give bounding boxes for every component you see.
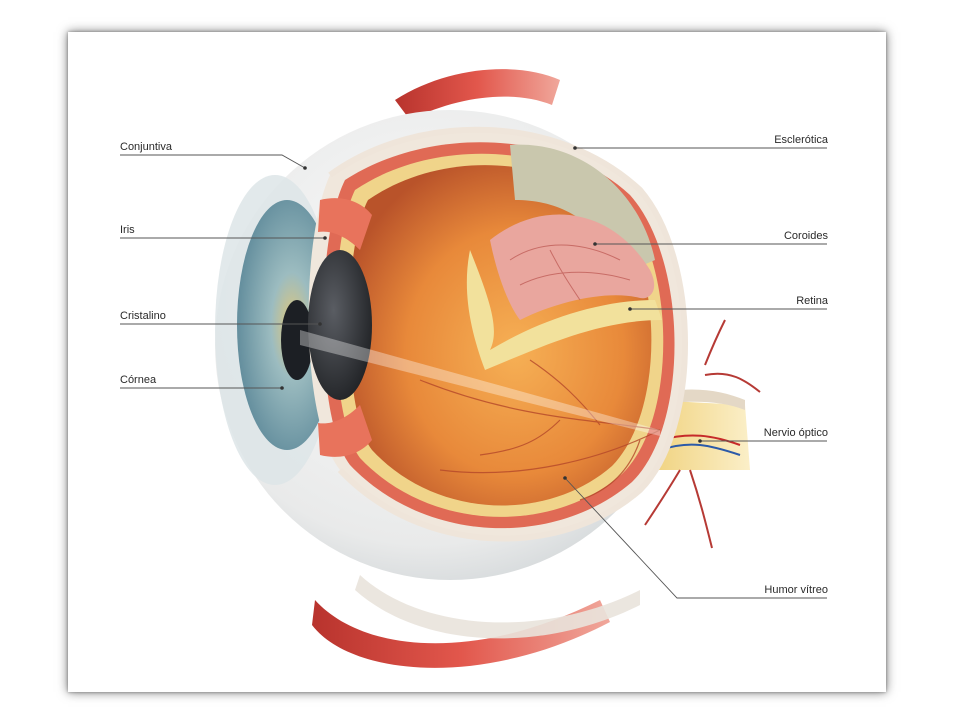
lens: [308, 250, 372, 400]
label-nervio-optico: Nervio óptico: [763, 427, 828, 439]
label-esclerotica: Esclerótica: [774, 134, 828, 146]
sclera-rim: [328, 126, 688, 542]
choroid-flap: [490, 214, 655, 320]
lower-muscle: [312, 600, 610, 668]
label-coroides: Coroides: [783, 230, 828, 242]
leader-lines: [120, 147, 827, 599]
label-cristalino: Cristalino: [120, 310, 166, 322]
label-iris: Iris: [120, 224, 135, 236]
retina-flap: [466, 250, 662, 370]
label-conjuntiva: Conjuntiva: [120, 141, 172, 153]
label-cornea: Córnea: [120, 374, 157, 386]
label-humor-vitreo: Humor vítreo: [764, 584, 828, 596]
ciliary-body: [318, 198, 372, 250]
light-path: [300, 330, 660, 436]
upper-muscle: [395, 69, 560, 120]
pupil: [281, 300, 313, 380]
lower-tendon: [355, 575, 640, 639]
label-retina: Retina: [796, 295, 828, 307]
